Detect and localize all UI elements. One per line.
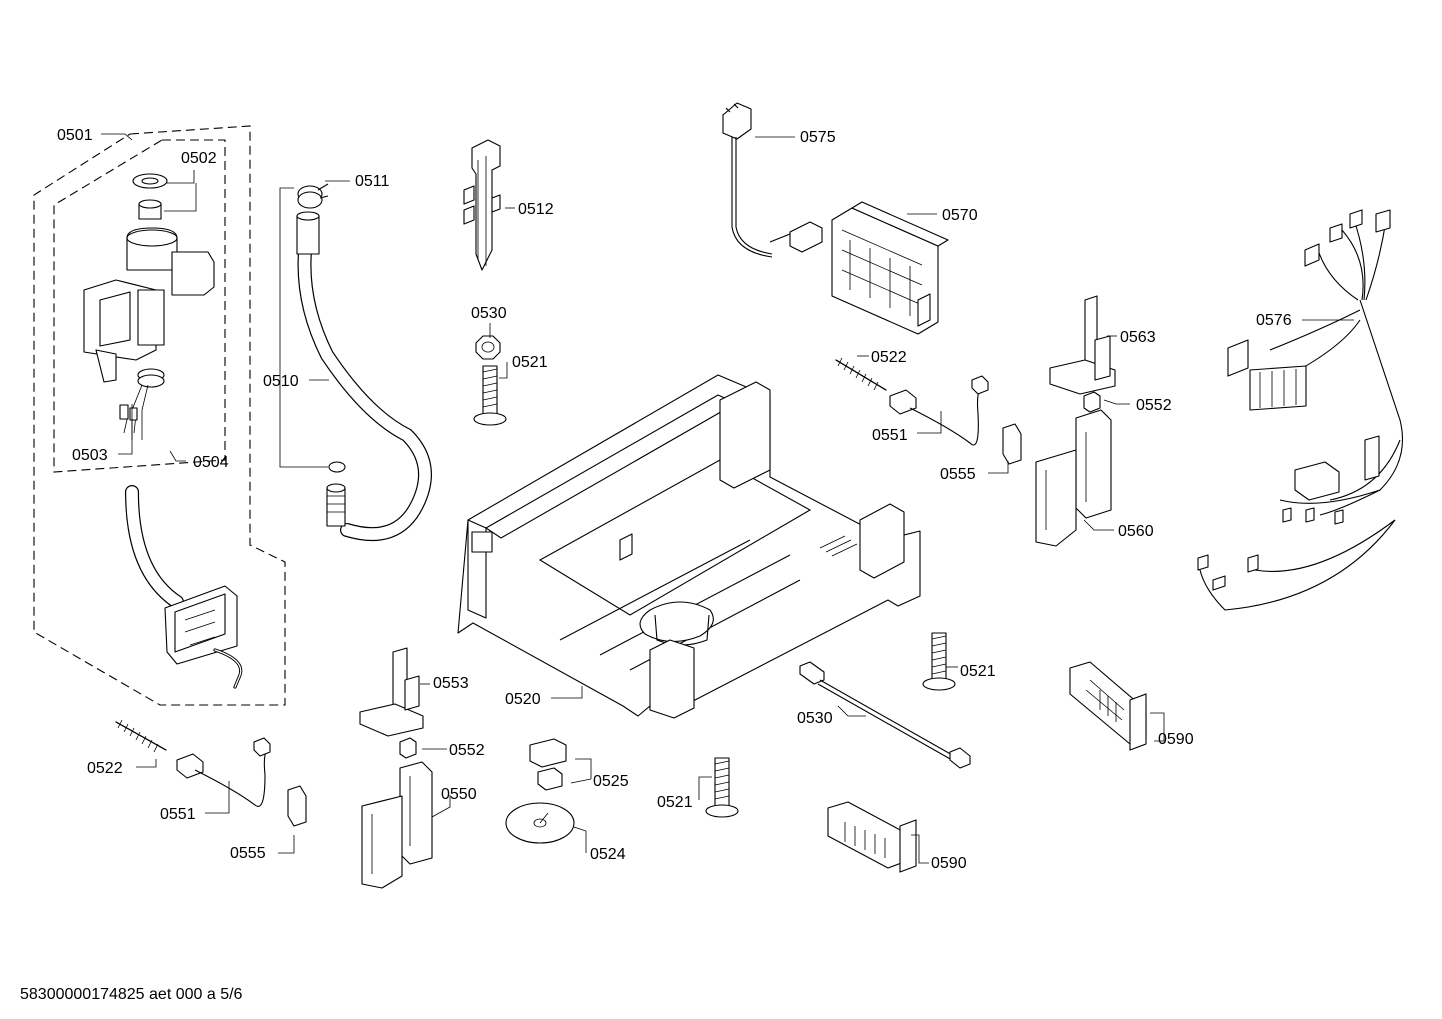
clip-0555-left — [287, 785, 307, 827]
cover-strip-0590-bottom — [827, 801, 917, 873]
heater-coil-0522-right — [835, 357, 887, 391]
sensor-cable-0551-right — [889, 375, 989, 446]
part-label: 0501 — [57, 127, 93, 144]
part-label: 0552 — [449, 742, 485, 759]
part-label: 0553 — [433, 675, 469, 692]
adjustable-foot-0521-right — [922, 632, 956, 691]
part-label: 0590 — [931, 855, 967, 872]
part-label: 0563 — [1120, 329, 1156, 346]
part-label: 0502 — [181, 150, 217, 167]
document-id: 58300000174825 aet 000 a 5/6 — [20, 986, 243, 1003]
part-label: 0520 — [505, 691, 541, 708]
hinge-0560 — [1035, 409, 1112, 547]
part-label: 0524 — [590, 846, 626, 863]
adjustable-foot-0521-top — [473, 365, 507, 426]
sensor-cable-0551-left — [176, 737, 271, 807]
part-label: 0512 — [518, 201, 554, 218]
nut-0530-top — [475, 335, 501, 360]
power-cord-0575 — [722, 102, 823, 258]
part-label: 0590 — [1158, 731, 1194, 748]
part-label: 0550 — [441, 786, 477, 803]
part-label: 0551 — [872, 427, 908, 444]
disc-0524 — [505, 802, 575, 844]
part-label: 0503 — [72, 447, 108, 464]
part-label: 0570 — [942, 207, 978, 224]
clip-0552-right — [1083, 391, 1101, 413]
inlet-hose-and-bracket — [125, 485, 243, 689]
part-label: 0552 — [1136, 397, 1172, 414]
part-label: 0576 — [1256, 312, 1292, 329]
part-label: 0504 — [193, 454, 229, 471]
part-label: 0521 — [960, 663, 996, 680]
holder-0512 — [463, 139, 501, 271]
part-label: 0530 — [471, 305, 507, 322]
part-label: 0575 — [800, 129, 836, 146]
assembly-group-0501-outline — [33, 125, 286, 706]
part-label: 0521 — [657, 794, 693, 811]
base-tub-0520 — [457, 374, 921, 719]
part-0525 — [529, 738, 567, 791]
bracket-0563 — [1049, 295, 1116, 395]
threaded-rod-0530 — [799, 661, 971, 769]
leader-lines — [101, 133, 1354, 864]
clip-0555-right — [1002, 423, 1022, 465]
heater-coil-0522-left — [115, 719, 167, 753]
part-label: 0525 — [593, 773, 629, 790]
part-label: 0530 — [797, 710, 833, 727]
o-ring-seal — [328, 461, 346, 473]
part-label: 0555 — [940, 466, 976, 483]
part-label: 0521 — [512, 354, 548, 371]
part-labels: 0501 0502 0503 0504 0510 0511 0512 0530 … — [57, 127, 1292, 872]
water-valve-assembly — [83, 173, 215, 440]
adjustable-foot-0521-bottom — [705, 757, 739, 818]
hinge-0550 — [361, 761, 433, 889]
drain-hose-0510 — [296, 211, 432, 542]
bracket-0553 — [359, 647, 424, 737]
part-label: 0551 — [160, 806, 196, 823]
part-label: 0510 — [263, 373, 299, 390]
hose-clamp-0511 — [297, 183, 329, 209]
clip-0552-left — [399, 737, 417, 759]
part-label: 0511 — [355, 173, 390, 190]
wiring-harness-0576 — [1197, 209, 1404, 611]
part-label: 0522 — [871, 349, 907, 366]
part-label: 0560 — [1118, 523, 1154, 540]
part-label: 0522 — [87, 760, 123, 777]
control-module-0570 — [831, 201, 949, 335]
part-label: 0555 — [230, 845, 266, 862]
cover-strip-0590-top — [1069, 661, 1147, 751]
